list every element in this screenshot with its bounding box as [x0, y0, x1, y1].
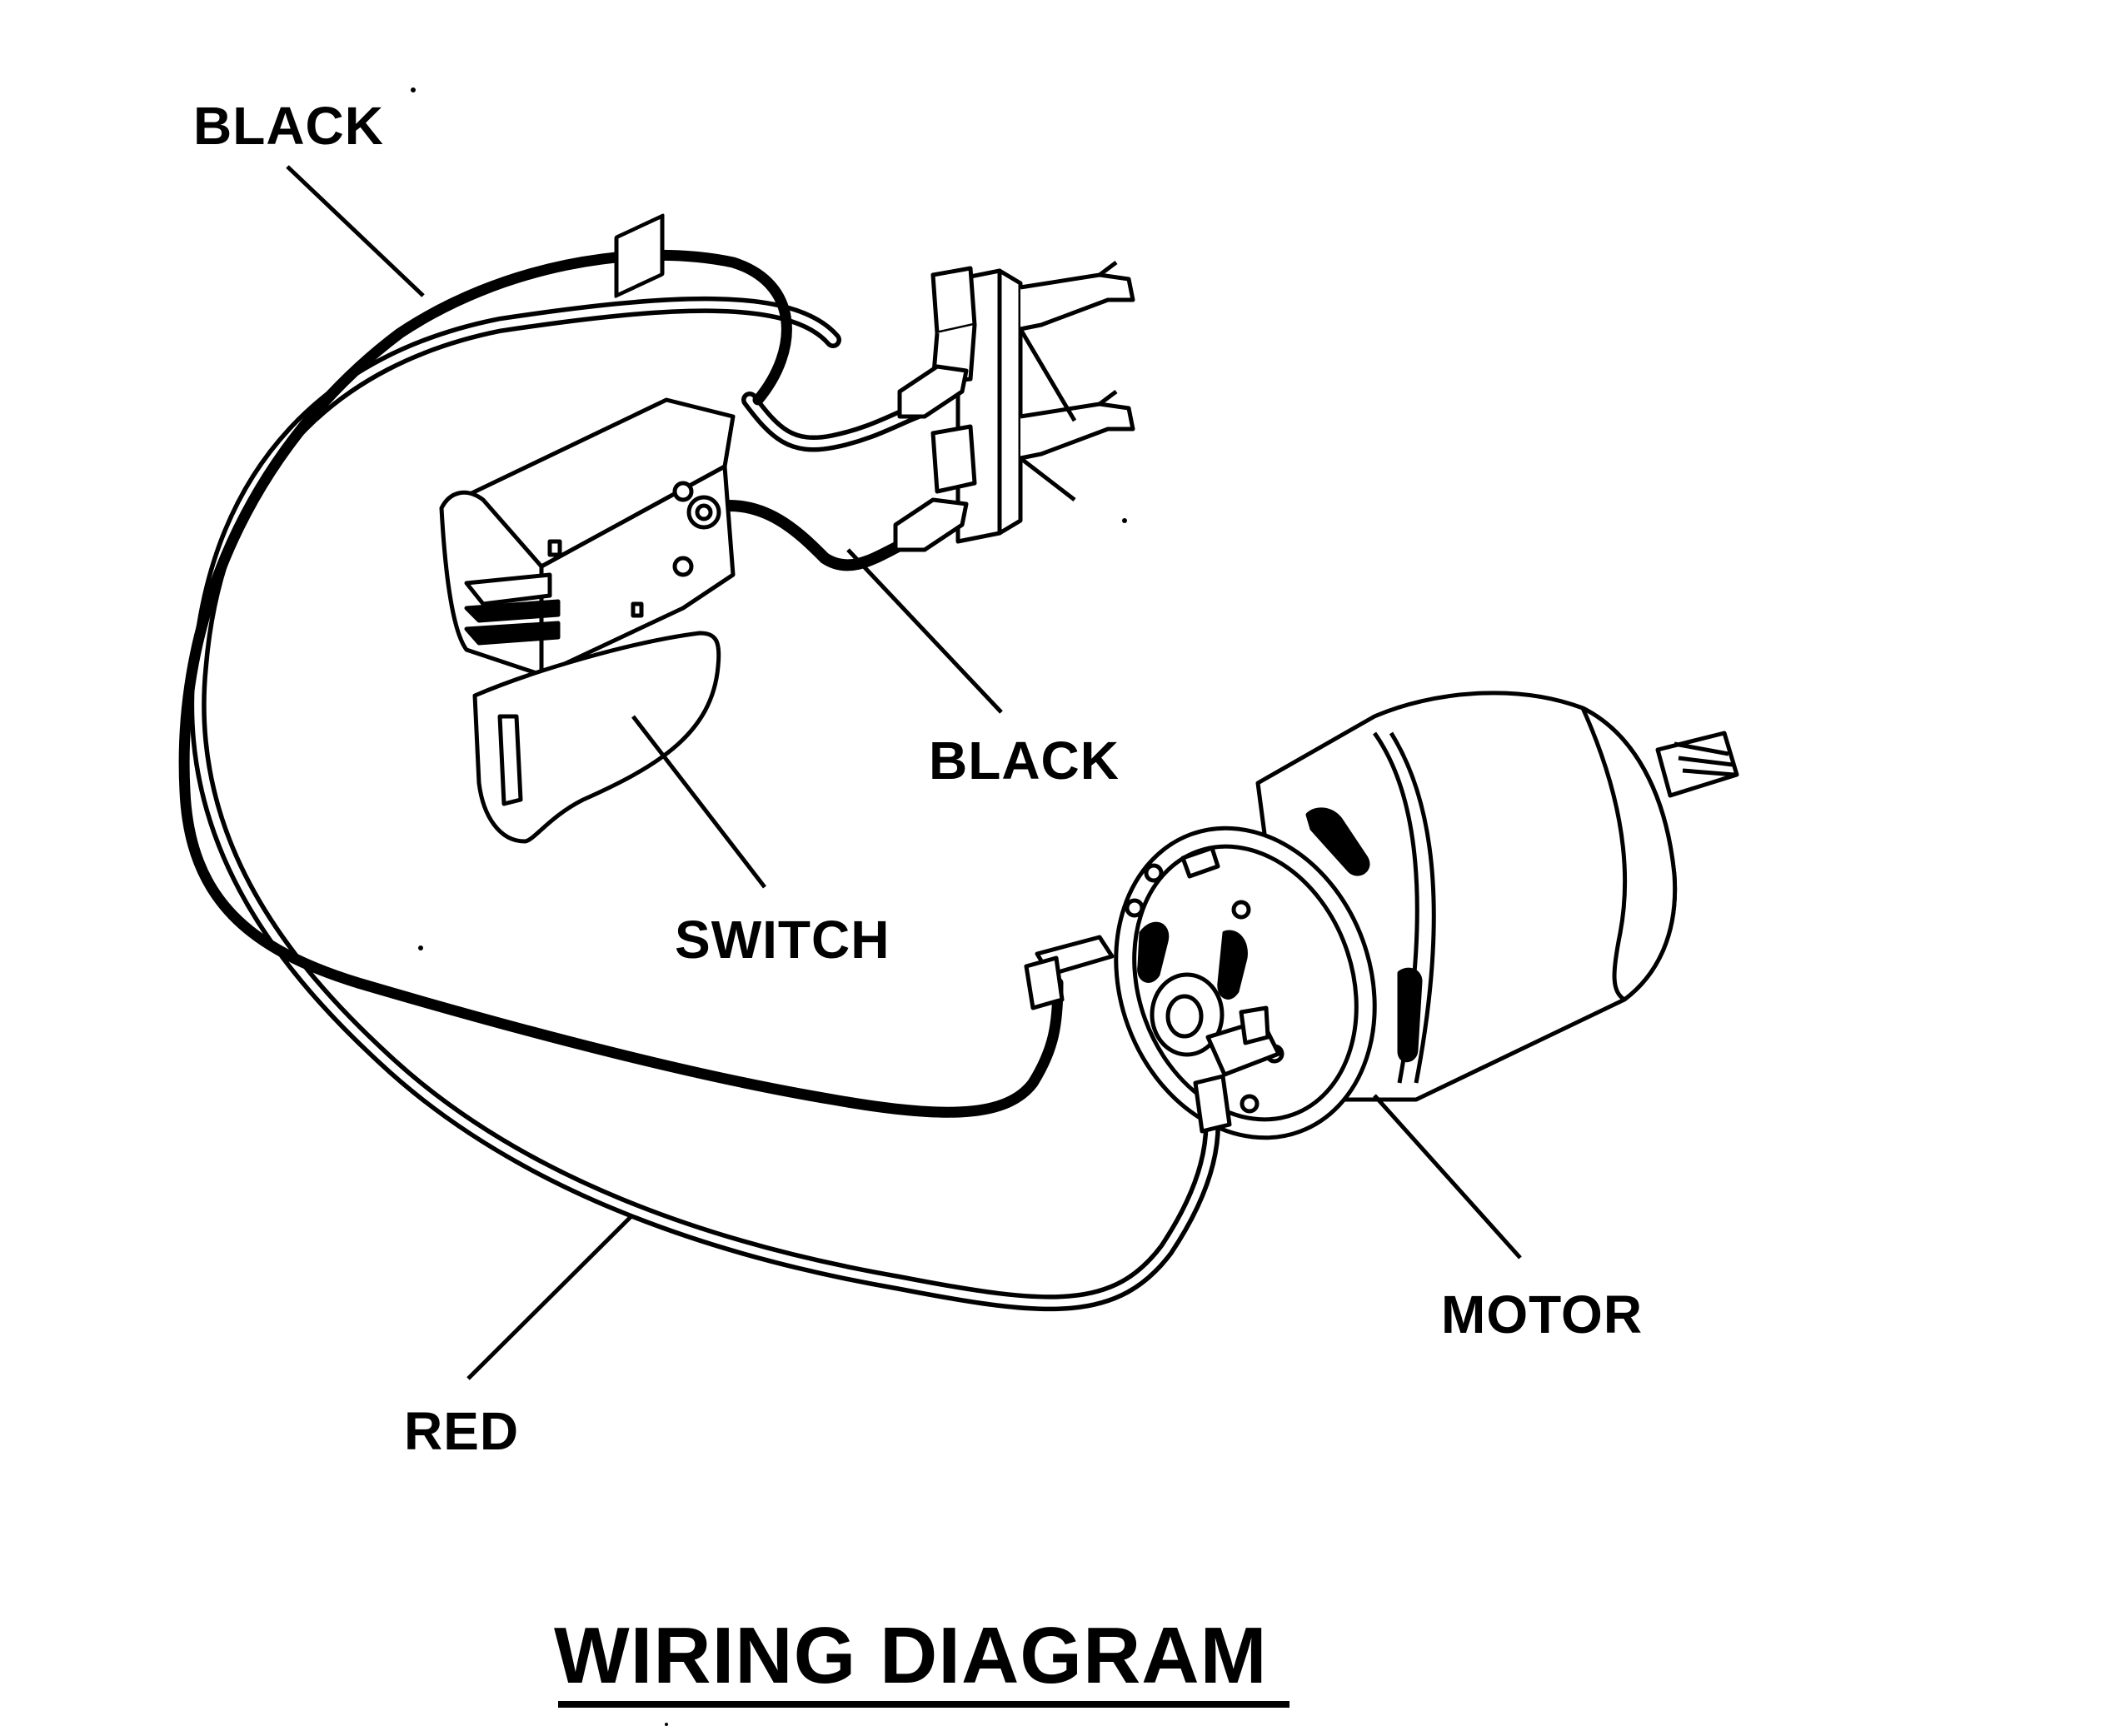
motor-slot-top — [1305, 807, 1370, 876]
terminal-top-housing — [930, 266, 977, 336]
switch — [439, 213, 736, 844]
scan-specks — [411, 87, 1127, 1726]
motor-hole-5 — [1240, 1094, 1260, 1114]
label-black-mid: BLACK — [929, 731, 1120, 791]
switch-front-slot-1 — [464, 572, 552, 606]
label-motor: MOTOR — [1441, 1285, 1643, 1344]
switch-window — [614, 213, 665, 298]
red-wire — [189, 296, 1220, 1312]
switch-screw-2 — [672, 481, 694, 502]
motor-can-right-end — [1580, 706, 1678, 1002]
motor-bearing-inner — [1165, 994, 1204, 1039]
label-switch: SWITCH — [675, 910, 890, 970]
labels: BLACK BLACK SWITCH MOTOR RED — [193, 96, 1643, 1461]
spade-connector-lower — [893, 497, 969, 552]
motor-shaft — [1655, 731, 1739, 798]
leader-switch — [631, 715, 766, 889]
black-wire-switch-to-connector — [711, 499, 905, 571]
leader-black-top — [286, 165, 425, 297]
terminal-bottom-arm — [1020, 402, 1135, 461]
terminal-lower-housing — [930, 424, 977, 494]
motor-slot-bottom — [1397, 967, 1423, 1063]
motor-hole-3 — [1231, 900, 1251, 920]
motor-top-tab — [1180, 846, 1220, 879]
terminal-top-arm — [1020, 272, 1135, 332]
spade-connector-upper — [897, 364, 969, 419]
switch-screw-3 — [672, 556, 694, 577]
motor-hole-1 — [1144, 863, 1164, 883]
diagram-title-group: WIRING DIAGRAM — [554, 1611, 1289, 1708]
motor-vent-2 — [1217, 930, 1248, 1000]
switch-front-slot-3 — [464, 621, 561, 646]
leader-motor — [1373, 1094, 1522, 1260]
switch-front-slot-2 — [464, 599, 561, 623]
black-wire-plug — [1024, 955, 1065, 1010]
switch-housing-side — [539, 464, 736, 677]
leader-red — [466, 1215, 633, 1380]
motor-hole-2 — [1125, 898, 1145, 918]
label-red: RED — [404, 1401, 519, 1461]
motor-vent-1 — [1137, 921, 1170, 983]
switch-trigger — [472, 631, 721, 844]
label-black-top: BLACK — [193, 96, 384, 156]
terminal-block — [893, 261, 1135, 552]
diagram-title: WIRING DIAGRAM — [554, 1611, 1268, 1700]
leader-lines — [286, 165, 1522, 1380]
motor — [1024, 691, 1739, 1140]
red-wire-plug — [1193, 1074, 1232, 1134]
red-wire-core — [194, 301, 1216, 1307]
leader-black-mid — [846, 548, 1003, 714]
